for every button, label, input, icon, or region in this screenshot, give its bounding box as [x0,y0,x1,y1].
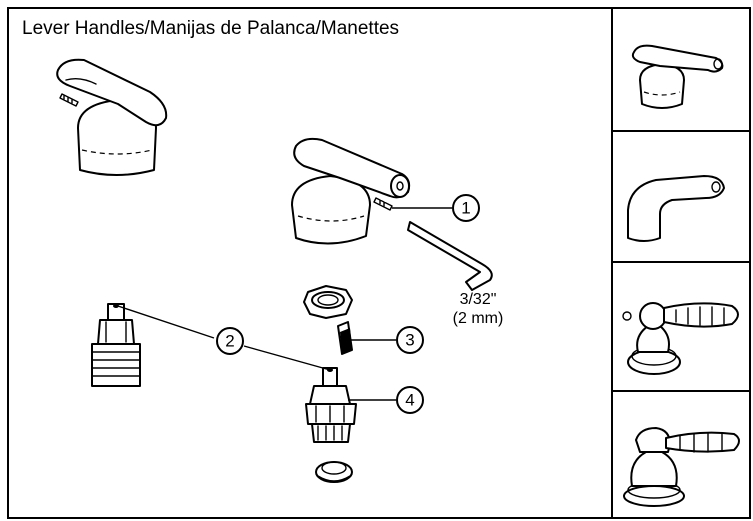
svg-text:4: 4 [405,391,414,410]
cartridge-stem-center [305,367,357,443]
retainer-clip [337,321,353,355]
svg-text:2: 2 [225,332,234,351]
spring-ring [315,461,353,483]
set-screw-loose [59,93,79,107]
callout-1: 1 [452,194,480,222]
assembled-lever-handle [56,58,168,176]
set-screw [373,197,393,211]
hex-key-wrench [407,221,493,291]
callout-2: 2 [216,327,244,355]
side-variant-1 [631,44,724,109]
side-variant-3 [622,302,739,375]
exploded-lever-handle [291,137,411,245]
leader-line-2b [243,345,331,371]
svg-text:1: 1 [461,199,470,218]
callout-4: 4 [396,386,424,414]
side-variant-4 [623,427,740,507]
hex-key-size-imperial: 3/32" [460,291,497,308]
leader-line-2a [117,305,215,339]
hex-key-size-metric: (2 mm) [453,310,504,327]
svg-text:3: 3 [405,331,414,350]
callout-3: 3 [396,326,424,354]
cartridge-stem-left [91,303,141,387]
diagram-title: Lever Handles/Manijas de Palanca/Manette… [22,18,399,39]
side-variant-2 [627,175,725,242]
bonnet-nut [303,285,353,319]
